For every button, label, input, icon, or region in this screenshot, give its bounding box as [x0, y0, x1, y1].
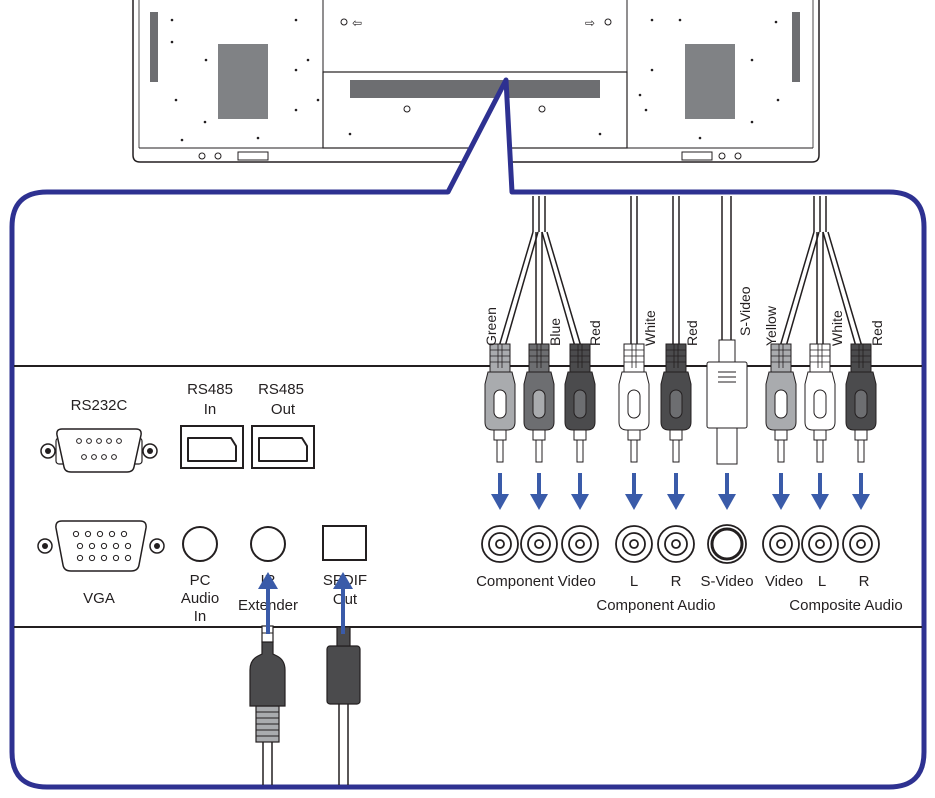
- rs232c-label: RS232C: [71, 397, 128, 414]
- cable-label-white-composite: White: [829, 310, 845, 346]
- rs485-in-port: [180, 425, 244, 469]
- cable-label-red-audio: Red: [684, 320, 700, 346]
- pc-audio-label-line1: PC: [190, 572, 211, 589]
- vga-port: [37, 520, 165, 572]
- terminal-vent: [350, 80, 600, 98]
- cable-label-red-composite: Red: [869, 320, 885, 346]
- component-audio-l-label: L: [630, 573, 638, 590]
- cable-label-green: Green: [483, 307, 499, 346]
- spdif-label-line2: Out: [333, 591, 358, 608]
- rca-plug-white-composite: [804, 343, 836, 463]
- ir-extender-jack: [250, 526, 286, 562]
- rca-plug-red-video: [564, 343, 596, 463]
- spdif-out-port: [322, 525, 367, 561]
- rca-jacks: [481, 524, 880, 564]
- left-arrow-icon: ⇦: [352, 16, 362, 30]
- right-speaker-grill: [685, 44, 735, 119]
- jack-component-red: [561, 525, 599, 563]
- right-side-grill: [792, 12, 800, 82]
- jack-svideo: [707, 524, 747, 564]
- jack-audio-l: [615, 525, 653, 563]
- rca-cable-wires: [497, 196, 864, 351]
- rca-plug-yellow: [765, 343, 797, 463]
- cable-label-white-audio: White: [642, 310, 658, 346]
- monitor-rear-panel: ⇦ ⇨: [132, 0, 820, 163]
- rs485-in-label-line1: RS485: [187, 381, 233, 398]
- pc-audio-in-jack: [182, 526, 218, 562]
- component-audio-r-label: R: [671, 573, 682, 590]
- rca-plug-red-audio: [660, 343, 692, 463]
- component-audio-label: Component Audio: [596, 597, 715, 614]
- jack-component-green: [481, 525, 519, 563]
- jack-composite-video: [762, 525, 800, 563]
- pc-audio-label-line2: Audio: [181, 590, 219, 607]
- ir-insert-arrow: [258, 572, 278, 634]
- zoom-callout-frame: [9, 77, 927, 790]
- cable-label-blue: Blue: [547, 318, 563, 346]
- composite-l-label: L: [818, 573, 826, 590]
- pc-audio-label-line3: In: [194, 608, 207, 625]
- rca-plug-green: [484, 343, 516, 463]
- vga-label: VGA: [83, 590, 115, 607]
- cable-label-yellow: Yellow: [763, 305, 779, 346]
- rs485-in-label-line2: In: [204, 401, 217, 418]
- cable-label-svideo: S-Video: [737, 286, 753, 336]
- right-arrow-icon: ⇨: [585, 16, 595, 30]
- jack-audio-r: [657, 525, 695, 563]
- svideo-jack-label: S-Video: [700, 573, 753, 590]
- composite-r-label: R: [859, 573, 870, 590]
- insert-arrows-down: [491, 473, 870, 510]
- rca-plug-blue: [523, 343, 555, 463]
- svideo-plug: [706, 339, 748, 465]
- cable-label-red-video: Red: [587, 320, 603, 346]
- left-side-grill: [150, 12, 158, 82]
- composite-audio-label: Composite Audio: [789, 597, 902, 614]
- left-speaker-grill: [218, 44, 268, 119]
- rs232c-port: [40, 428, 158, 473]
- ir-extender-plug: [249, 625, 286, 785]
- jack-composite-r: [842, 525, 880, 563]
- spdif-insert-arrow: [333, 572, 353, 634]
- jack-composite-l: [801, 525, 839, 563]
- composite-video-label: Video: [765, 573, 803, 590]
- component-video-label: Component Video: [476, 573, 596, 590]
- rca-plug-white-audio: [618, 343, 650, 463]
- jack-component-blue: [520, 525, 558, 563]
- rs485-out-port: [251, 425, 315, 469]
- spdif-optical-plug: [326, 626, 361, 785]
- rs485-out-label-line2: Out: [271, 401, 296, 418]
- rs485-out-label-line1: RS485: [258, 381, 304, 398]
- rca-plug-red-composite: [845, 343, 877, 463]
